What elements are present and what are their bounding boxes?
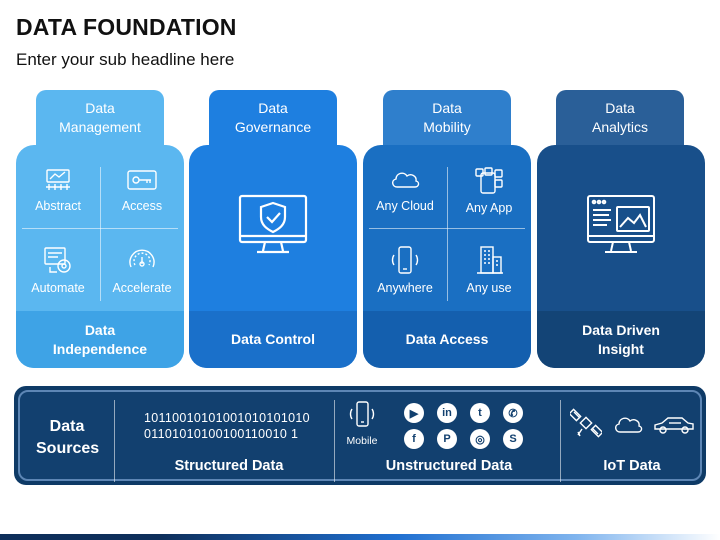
binary-line-2: 01101010100100110010 1 — [144, 427, 299, 441]
footer-line-2: Insight — [598, 340, 644, 357]
item-label: Any use — [466, 281, 512, 295]
tab-data-mobility: Data Mobility — [383, 90, 511, 154]
footer-line-1: Data — [84, 321, 116, 338]
phone-icon — [391, 246, 419, 274]
facebook-icon: f — [404, 429, 424, 449]
tab-line-2: Management — [59, 119, 141, 135]
footer-line-1: Data Driven — [582, 321, 660, 338]
mobile-label: Mobile — [346, 435, 378, 447]
item-label: Any App — [465, 201, 513, 215]
item-label: Automate — [31, 281, 85, 295]
separator — [334, 400, 335, 482]
tab-line-2: Governance — [234, 119, 312, 135]
whatsapp-icon: ✆ — [503, 403, 523, 423]
skype-icon: S — [503, 429, 523, 449]
item-access: Access — [100, 155, 184, 233]
tab-line-1: Data — [258, 100, 288, 116]
card-footer: Data Driven Insight — [537, 311, 705, 368]
divider-horizontal — [22, 228, 178, 229]
structured-data-label: Structured Data — [174, 458, 284, 474]
data-sources-label: Data Sources — [36, 416, 100, 460]
data-sources-inner: Data Sources 10110010101001010101010 011… — [18, 390, 702, 482]
separator — [560, 400, 561, 482]
divider-horizontal — [369, 228, 525, 229]
footer-line-2: Independence — [52, 340, 148, 357]
item-accelerate: Accelerate — [100, 233, 184, 311]
card-data-governance: Data Control — [189, 145, 357, 368]
satellite-icon — [570, 408, 602, 438]
footer-line-1: Data Control — [231, 331, 315, 347]
card-data-management: Abstract Access Automate Accelerate Data… — [16, 145, 184, 368]
item-any-app: Any App — [447, 155, 531, 233]
sources-label-line-1: Data — [49, 418, 85, 435]
page-subtitle: Enter your sub headline here — [16, 50, 235, 69]
binary-line-1: 10110010101001010101010 — [144, 411, 310, 425]
item-any-cloud: Any Cloud — [363, 155, 447, 233]
item-anywhere: Anywhere — [363, 233, 447, 311]
divider-vertical — [100, 167, 101, 301]
card-footer: Data Independence — [16, 311, 184, 368]
cloud-icon — [615, 417, 643, 433]
pinterest-icon: P — [437, 429, 457, 449]
mobile-source: Mobile — [340, 400, 384, 447]
unstructured-data-label: Unstructured Data — [385, 458, 513, 474]
tab-line-2: Analytics — [591, 119, 649, 135]
tab-data-governance: Data Governance — [209, 90, 337, 154]
tab-line-1: Data — [432, 100, 462, 116]
tab-line-1: Data — [85, 100, 115, 116]
card-data-mobility: Any Cloud Any App Anywhere Any use Data … — [363, 145, 531, 368]
analytics-monitor-icon — [587, 195, 655, 253]
youtube-icon: ▶ — [404, 403, 424, 423]
instagram-icon: ◎ — [470, 429, 490, 449]
item-label: Anywhere — [377, 281, 433, 295]
item-label: Accelerate — [112, 281, 172, 295]
item-label: Abstract — [35, 199, 81, 213]
divider-vertical — [447, 167, 448, 301]
abstract-icon — [46, 169, 70, 190]
cloud-icon — [392, 172, 420, 188]
page-title: DATA FOUNDATION — [16, 14, 237, 40]
shield-monitor-icon — [238, 194, 308, 254]
mobile-icon — [349, 401, 375, 427]
item-label: Any Cloud — [376, 199, 434, 213]
tab-data-management: Data Management — [36, 90, 164, 154]
item-abstract: Abstract — [16, 155, 100, 233]
footer-line-1: Data Access — [405, 331, 489, 347]
binary-data: 10110010101001010101010 0110101010010011… — [144, 410, 310, 442]
item-automate: Automate — [16, 233, 100, 311]
bottom-accent-strip — [0, 534, 720, 540]
item-any-use: Any use — [447, 233, 531, 311]
speedometer-icon — [129, 249, 155, 268]
separator — [114, 400, 115, 482]
twitter-icon: t — [470, 403, 490, 423]
automate-icon — [44, 247, 71, 273]
data-sources-panel: Data Sources 10110010101001010101010 011… — [14, 386, 706, 485]
tab-line-1: Data — [605, 100, 635, 116]
sources-label-line-2: Sources — [36, 440, 100, 457]
linkedin-icon: in — [437, 403, 457, 423]
card-footer: Data Access — [363, 311, 531, 368]
iot-data-label: IoT Data — [603, 458, 661, 474]
key-card-icon — [127, 170, 157, 190]
card-data-analytics: Data Driven Insight — [537, 145, 705, 368]
car-icon — [654, 417, 694, 434]
card-footer: Data Control — [189, 311, 357, 368]
item-label: Access — [121, 199, 163, 213]
apps-icon — [475, 167, 503, 194]
tab-data-analytics: Data Analytics — [556, 90, 684, 154]
building-icon — [477, 246, 503, 274]
tab-line-2: Mobility — [423, 119, 471, 135]
